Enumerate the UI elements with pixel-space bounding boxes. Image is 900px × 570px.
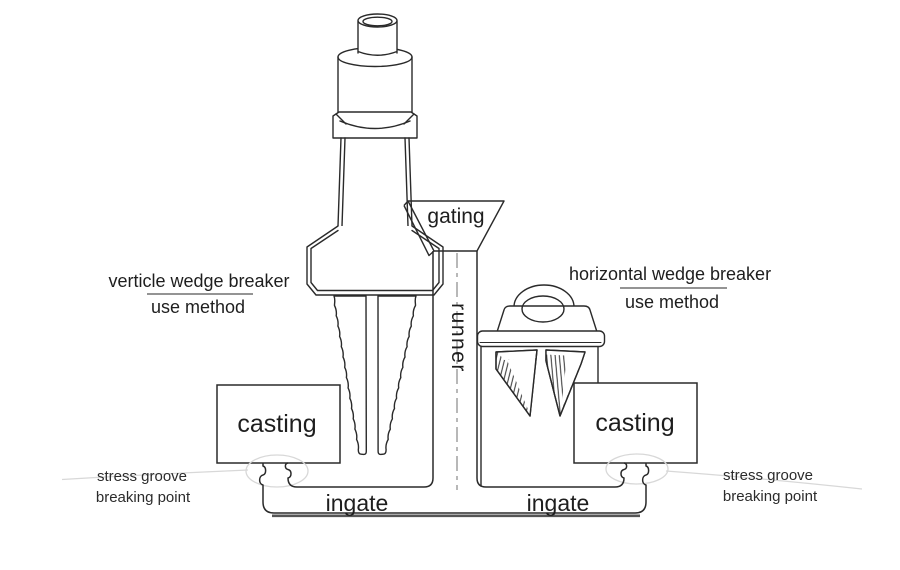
label-vertical-method-title: verticle wedge breaker [108,271,289,291]
label-casting-left: casting [237,410,316,438]
label-casting-right: casting [595,409,674,437]
labels-layer: verticle wedge breaker use method horizo… [96,205,818,516]
label-stress-groove-left-2: breaking point [96,489,191,506]
label-vertical-method-sub: use method [151,297,245,317]
label-stress-groove-right-2: breaking point [723,488,818,505]
label-horizontal-method-sub: use method [625,292,719,312]
label-ingate-right: ingate [527,490,590,516]
label-ingate-left: ingate [326,490,389,516]
label-gating: gating [427,205,484,228]
stress-groove-highlight-right [605,453,863,490]
stress-groove-highlight-left [61,454,309,488]
label-stress-groove-left-1: stress groove [97,468,187,485]
casting-right-box [573,382,698,464]
ingate-channel-drawing [258,251,650,518]
label-horizontal-method-title: horizontal wedge breaker [569,264,771,284]
label-runner: runner [447,303,470,373]
casting-left-box [216,384,341,464]
label-stress-groove-right-1: stress groove [723,467,813,484]
vertical-wedge-breaker-drawing [306,13,444,456]
